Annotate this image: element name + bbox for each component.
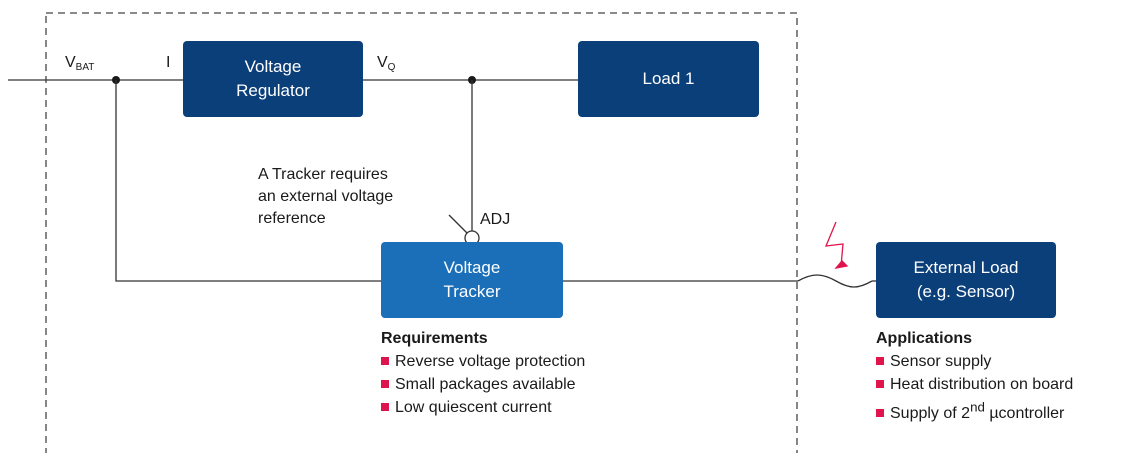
requirement-item-label: Reverse voltage protection	[395, 353, 586, 370]
application-item: Supply of 2nd µcontroller	[876, 396, 1073, 425]
label-vbat-main: V	[65, 54, 76, 71]
bullet-icon	[381, 357, 389, 365]
application-item-tail: µcontroller	[984, 405, 1065, 423]
application-item-label: Heat distribution on board	[890, 376, 1074, 393]
bullet-icon	[381, 403, 389, 411]
tracker-reference-note: A Tracker requires an external voltage r…	[258, 166, 394, 227]
application-item-sup: nd	[970, 400, 985, 415]
application-item-label: Sensor supply	[890, 353, 992, 370]
application-item-label: Supply of 2nd µcontroller	[890, 400, 1065, 423]
label-vbat: VBAT	[65, 53, 94, 78]
label-vq: VQ	[377, 53, 395, 78]
bullet-icon	[876, 357, 884, 365]
label-adj: ADJ	[480, 211, 511, 228]
label-vbat-sub: BAT	[75, 62, 95, 73]
bullet-icon	[381, 380, 389, 388]
load-1-block: Load 1	[578, 41, 759, 117]
application-item: Sensor supply	[876, 350, 1073, 373]
requirement-item-label: Small packages available	[395, 376, 576, 393]
label-current: I	[166, 54, 171, 71]
wire-vbat-to-tracker	[115, 80, 381, 282]
bullet-icon	[876, 409, 884, 418]
application-item: Heat distribution on board	[876, 373, 1073, 396]
wire-long-cable	[797, 274, 873, 288]
voltage-regulator-block: Voltage Regulator	[183, 41, 363, 117]
voltage-tracker-block: Voltage Tracker	[381, 242, 563, 318]
label-vq-main: V	[377, 54, 388, 71]
system-boundary	[45, 12, 798, 453]
requirement-item: Small packages available	[381, 373, 585, 396]
label-vq-sub: Q	[387, 62, 396, 73]
requirements-title: Requirements	[381, 330, 488, 347]
applications-title: Applications	[876, 330, 973, 347]
requirement-item: Low quiescent current	[381, 396, 585, 419]
annotation-pointer	[448, 214, 468, 234]
requirement-item-label: Low quiescent current	[395, 399, 552, 416]
lightning-icon	[824, 221, 849, 269]
requirement-item: Reverse voltage protection	[381, 350, 585, 373]
external-load-block: External Load (e.g. Sensor)	[876, 242, 1056, 318]
application-item-main: Supply of 2	[890, 405, 971, 423]
requirements-list: Requirements Reverse voltage protection …	[381, 328, 585, 419]
applications-list: Applications Sensor supply Heat distribu…	[876, 328, 1073, 425]
bullet-icon	[876, 380, 884, 388]
